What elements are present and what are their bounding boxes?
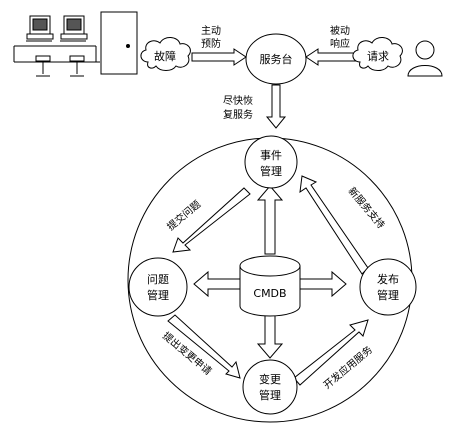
release-management-node	[359, 258, 417, 316]
fault-cloud	[140, 37, 191, 71]
proactive-label-line2: 预防	[201, 37, 221, 50]
service-desk-label: 服务台	[260, 52, 293, 66]
cmdb-release-arrow	[299, 270, 347, 298]
cmdb-incident-arrow	[256, 185, 284, 255]
cmdb-database	[239, 255, 301, 317]
problem-management-node	[128, 257, 188, 317]
problem-management-label-line2: 管理	[147, 288, 169, 302]
proactive-label-line1: 主动	[201, 25, 221, 37]
reactive-label-line1: 被动	[330, 24, 350, 37]
incident-management-node	[244, 135, 298, 189]
incident-management-label-line1: 事件	[260, 149, 282, 162]
change-management-label-line2: 管理	[259, 388, 281, 402]
submit-problem-label: 提交问题	[164, 197, 203, 233]
workstation-illustration	[13, 15, 100, 77]
problem-management-label-line1: 问题	[147, 273, 169, 286]
reactive-label-line2: 响应	[330, 37, 350, 50]
service-desk-node	[245, 33, 307, 85]
incident-management-label-line2: 管理	[260, 164, 282, 178]
new-service-support-arrow	[299, 175, 369, 275]
proactive-arrow	[191, 48, 247, 66]
restore-label-line2: 复服务	[223, 108, 253, 121]
user-icon	[407, 40, 443, 77]
reactive-arrow	[305, 48, 357, 66]
cmdb-problem-arrow	[193, 270, 241, 298]
submit-change-arrow	[167, 314, 241, 379]
develop-service-arrow	[293, 319, 369, 386]
restore-arrow	[265, 84, 287, 129]
change-management-node	[242, 359, 298, 415]
change-management-label-line1: 变更	[259, 372, 281, 386]
request-cloud	[352, 37, 403, 71]
restore-label-line1: 尽快恢	[223, 94, 253, 107]
release-management-label-line1: 发布	[377, 272, 399, 286]
release-management-label-line2: 管理	[377, 288, 399, 302]
cmdb-change-arrow	[256, 311, 284, 359]
cmdb-label: CMDB	[253, 287, 286, 300]
fault-label: 故障	[154, 49, 176, 63]
door-icon	[100, 11, 138, 75]
submit-problem-arrow	[172, 187, 251, 253]
request-label: 请求	[367, 50, 389, 63]
